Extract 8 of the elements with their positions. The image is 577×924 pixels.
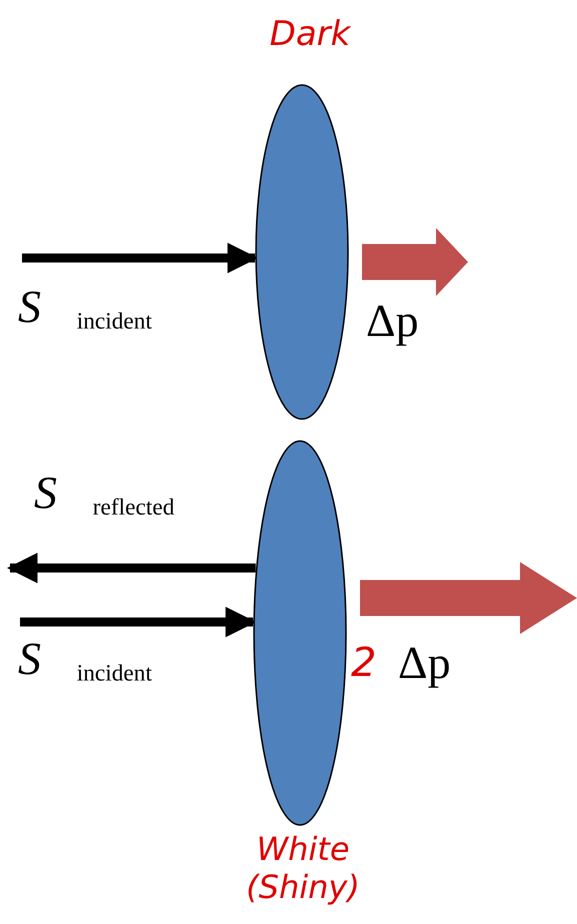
lens-ellipse [253, 440, 347, 826]
arrow [6, 552, 256, 584]
lens-ellipse [255, 84, 349, 420]
handwritten-note: Dark [268, 14, 352, 54]
handwritten-note: 2 [351, 640, 376, 686]
momentum-label: Δp [366, 294, 420, 347]
momentum-label: Δp [398, 636, 452, 689]
handwritten-note: White (Shiny) [245, 830, 361, 906]
